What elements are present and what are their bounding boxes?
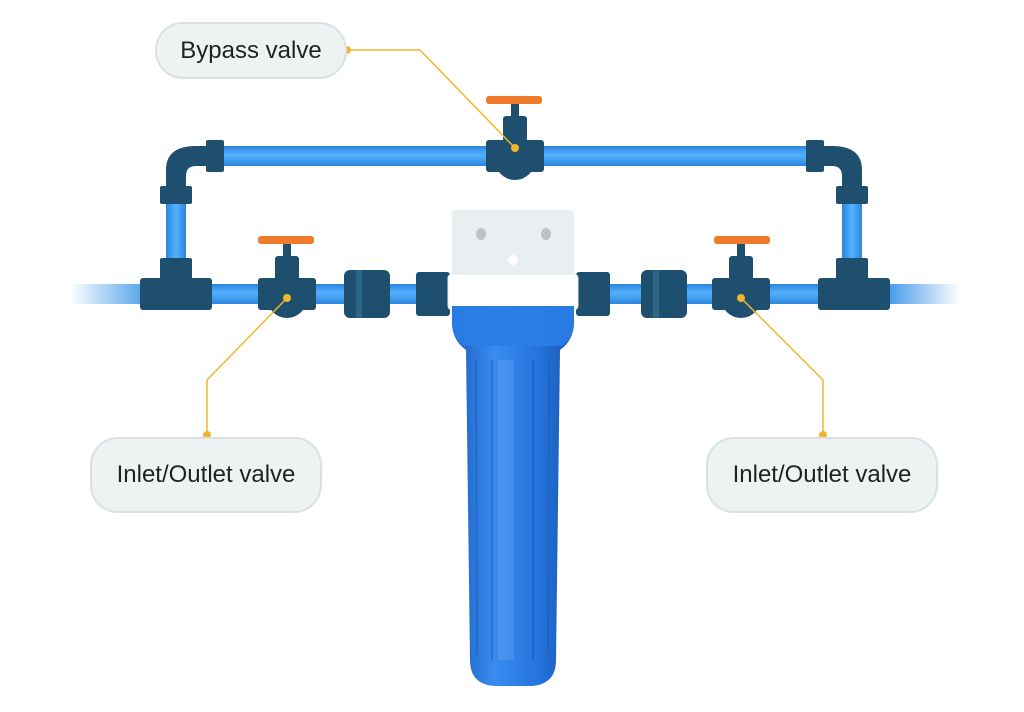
filter-bracket: [452, 210, 574, 276]
leader-lines: [206, 49, 824, 435]
inlet-outlet-valve-label-right: Inlet/Outlet valve: [706, 437, 938, 513]
filter-housing: [452, 306, 574, 686]
inlet-outlet-valve-left: [258, 236, 316, 318]
inlet-outlet-valve-label-right-text: Inlet/Outlet valve: [732, 461, 912, 488]
inlet-outlet-valve-label-left: Inlet/Outlet valve: [90, 437, 322, 513]
inlet-outlet-valve-right: [712, 236, 770, 318]
fitting-highlights: [356, 270, 659, 318]
pipe-fittings: [140, 140, 890, 318]
filter-cap: [447, 273, 579, 311]
bypass-valve: [486, 96, 544, 180]
inlet-outlet-valve-label-left-text: Inlet/Outlet valve: [116, 461, 296, 488]
bypass-valve-label-text: Bypass valve: [180, 36, 322, 64]
bypass-valve-label: Bypass valve: [155, 22, 347, 79]
